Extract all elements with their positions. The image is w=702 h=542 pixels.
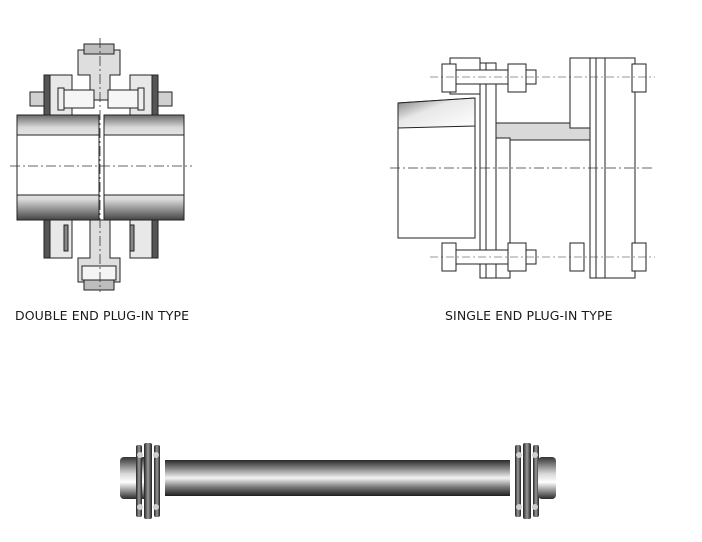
single-end-coupling-drawing [390, 48, 660, 288]
double-end-coupling-drawing [0, 30, 220, 300]
spacer-coupling-3d-render [110, 435, 560, 530]
caption-double-end: DOUBLE END PLUG-IN TYPE [15, 308, 190, 323]
caption-single-end: SINGLE END PLUG-IN TYPE [445, 308, 613, 323]
